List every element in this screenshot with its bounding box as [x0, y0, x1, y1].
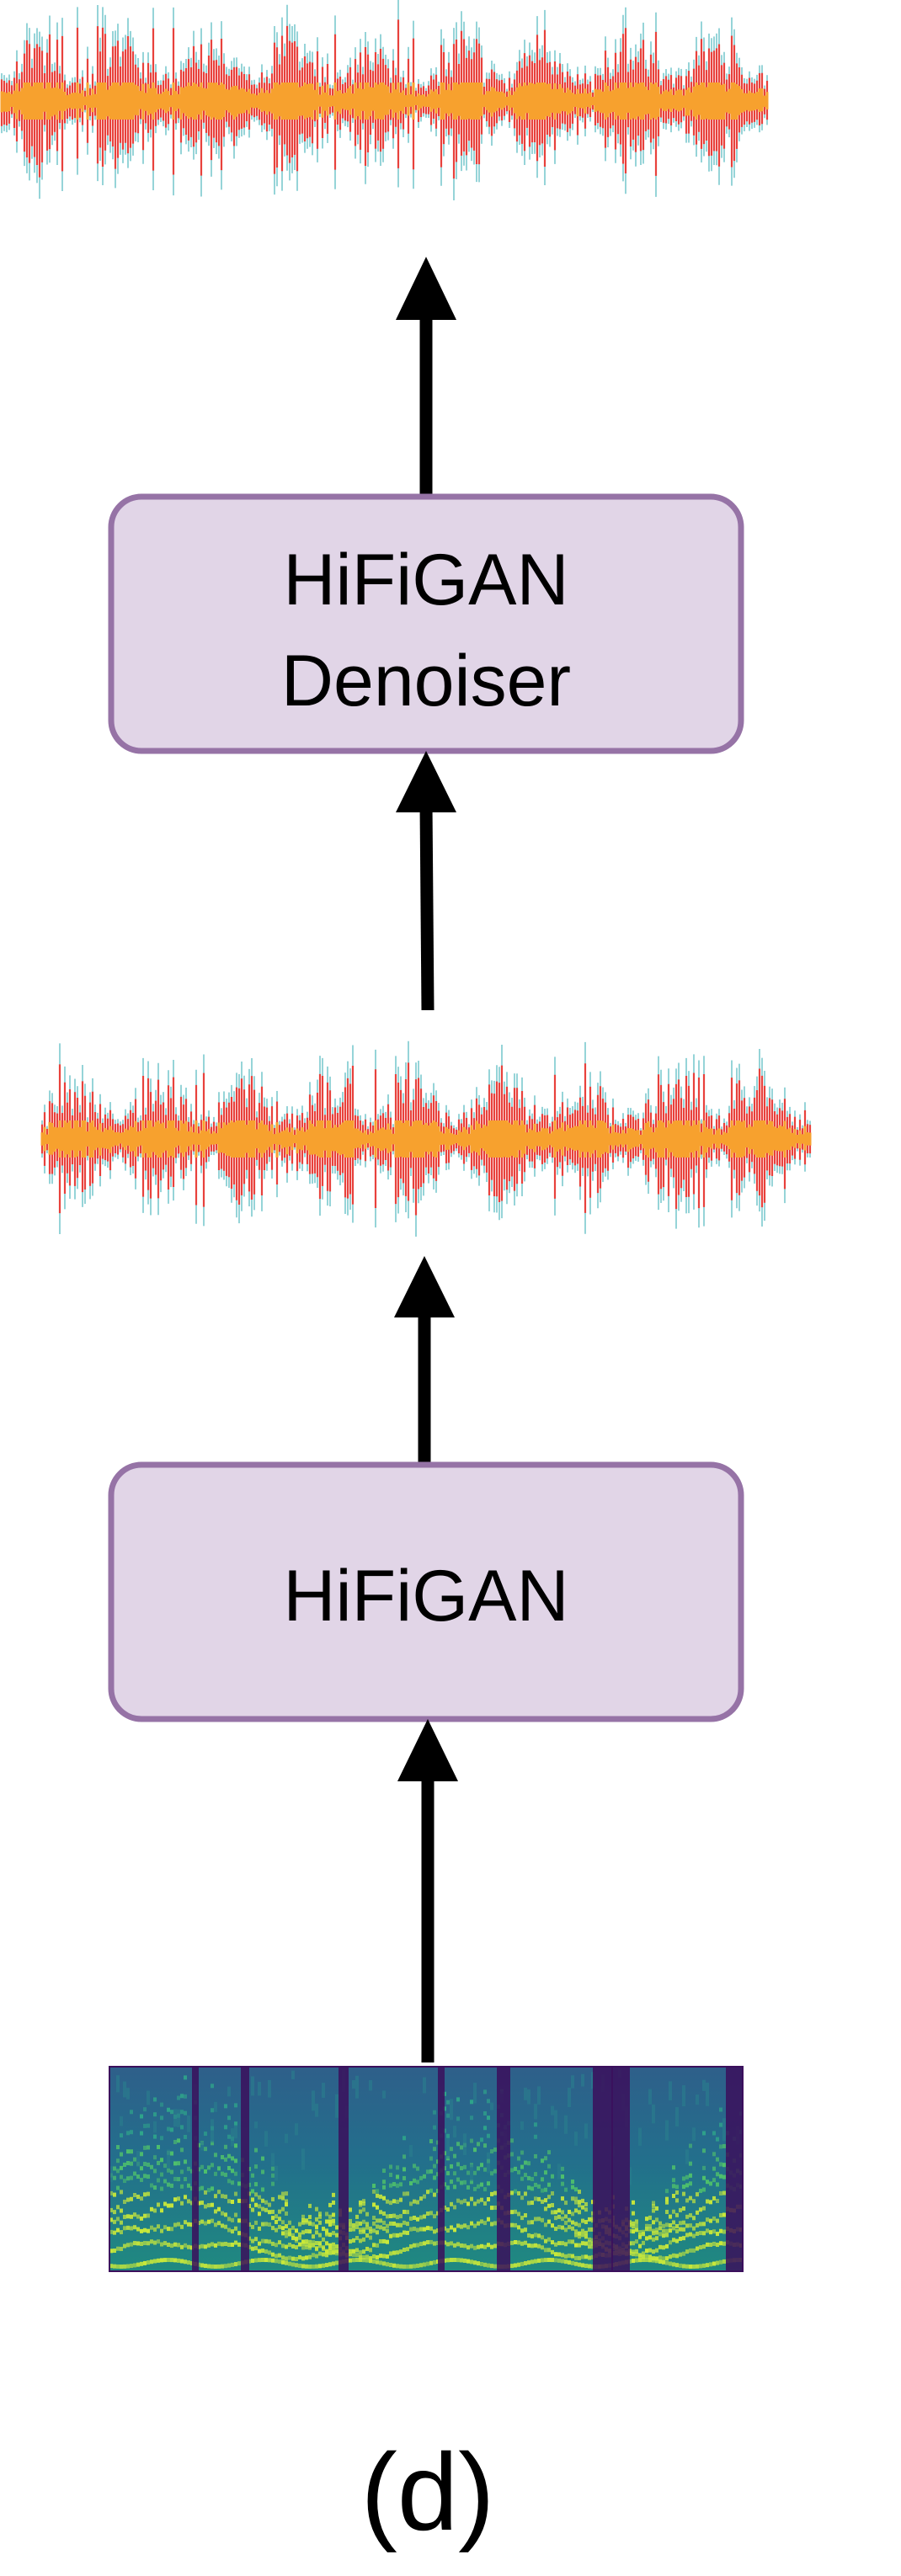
arrow-hifigan-to-waveform [394, 1256, 455, 1465]
denoiser-label-line2: Denoiser [281, 641, 571, 721]
hifigan-denoiser-box: HiFiGAN Denoiser [108, 493, 744, 754]
arrow-spectrogram-to-hifigan [397, 1719, 458, 2062]
denoiser-label-line1: HiFiGAN [283, 540, 568, 620]
hifigan-box: HiFiGAN [108, 1461, 744, 1722]
mel-spectrogram [109, 2066, 744, 2272]
hifigan-label: HiFiGAN [283, 1556, 568, 1637]
arrow-denoiser-to-output [396, 257, 456, 497]
figure-caption: (d) [361, 2430, 495, 2553]
output-waveform [0, 0, 769, 201]
intermediate-waveform [40, 1041, 812, 1237]
arrow-waveform-to-denoiser [396, 751, 456, 1011]
